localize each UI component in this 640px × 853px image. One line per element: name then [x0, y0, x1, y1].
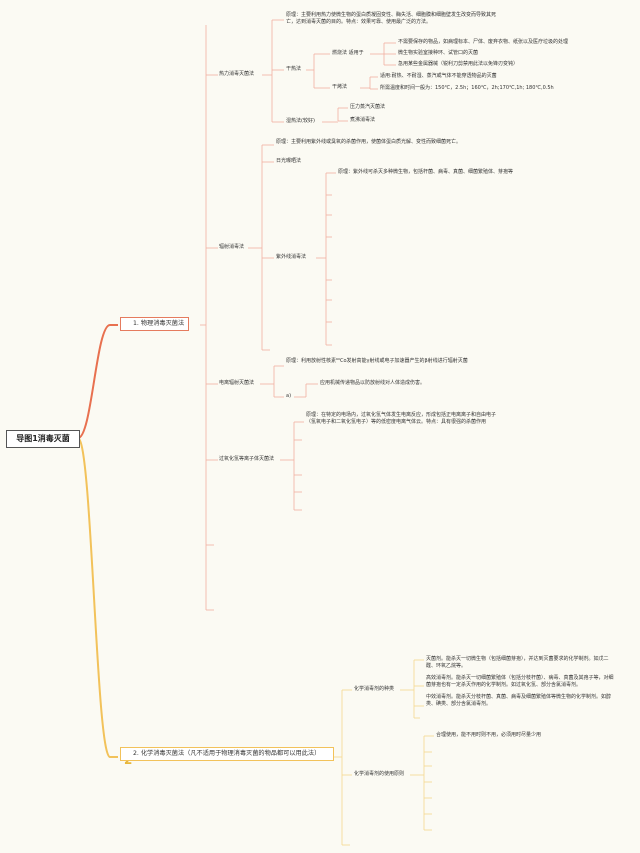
chem-type-medium: 中效消毒剂。能杀灭分枝杆菌、真菌、病毒及细菌繁殖体等微生物的化学制剂。如醇类、碘… [426, 694, 612, 707]
oven-item-1: 适用:耐热、不耐湿、蒸汽或气体不能穿透物品的灭菌 [380, 73, 497, 79]
radiation-principle: 原理：主要利用紫外线或臭氧的杀菌作用，使菌体蛋白质光解、变性而致细菌死亡。 [276, 139, 462, 145]
heat-node[interactable]: 热力消毒灭菌法 [219, 71, 255, 77]
oven-item-2: 所需温度和时间一般为：150℃，2.5h；160℃，2h;170℃,1h; 18… [380, 85, 554, 91]
oven-node[interactable]: 干烤法 [332, 84, 348, 90]
uv-node[interactable]: 紫外线消毒法 [276, 254, 307, 260]
burn-item-3: 急用某些金属器械（锐利刀剪禁用此法以免锋刃变钝） [398, 61, 519, 67]
ionizing-node[interactable]: 电离辐射灭菌法 [219, 380, 255, 386]
sun-exposure-node[interactable]: 日光曝晒法 [276, 158, 302, 164]
root-node[interactable]: 导图1消毒灭菌 [6, 430, 80, 448]
chem-types-node[interactable]: 化学消毒剂的种类 [354, 686, 395, 692]
branch-1-label: 1. 物理消毒灭菌法 [133, 320, 185, 327]
radiation-node[interactable]: 辐射消毒法 [219, 244, 245, 250]
wet-item-1: 压力蒸汽灭菌法 [350, 104, 386, 110]
ionizing-apply: 应用机械传递物品以防放射线对人体造成伤害。 [320, 380, 426, 386]
chem-type-high: 高效消毒剂。能杀灭一切细菌繁殖体（包括分枝杆菌）、病毒、真菌及其孢子等，对细菌芽… [426, 675, 614, 688]
burn-item-2: 微生物实验室接种环、试管口的灭菌 [398, 50, 479, 56]
branch-2-label: 2. 化学消毒灭菌法（凡不适用于物理消毒灭菌的物品都可以用此法） [133, 750, 321, 757]
branch-2-node[interactable]: 2. 化学消毒灭菌法（凡不适用于物理消毒灭菌的物品都可以用此法） [120, 747, 334, 761]
burn-item-1: 不需要保存的物品，如病理标本、尸体、废弃衣物、纸张以及医疗垃圾的处理 [398, 39, 569, 45]
ionizing-sub-node[interactable]: a) [286, 393, 292, 399]
chem-type-sterilant: 灭菌剂。能杀灭一切微生物（包括细菌芽孢），并达到灭菌要求的化学制剂。如戊二醛、环… [426, 656, 609, 669]
uv-principle: 原理：紫外线可杀灭多种微生物，包括杆菌、病毒、真菌、细菌繁殖体、芽孢等 [338, 169, 514, 175]
ionizing-principle: 原理：利用放射性核素⁶⁰Co发射高能γ射线或电子加速器产生的β射线进行辐射灭菌 [286, 358, 468, 364]
dry-heat-node[interactable]: 干热法 [286, 66, 302, 72]
wet-heat-node[interactable]: 湿热法(较好) [286, 118, 315, 124]
heat-principle: 原理：主要利用热力使微生物的蛋白质凝固变性、酶失活、细胞膜和细胞壁发生改变而导致… [286, 12, 497, 25]
burn-node[interactable]: 燃烧法 适用于 [332, 50, 364, 56]
wet-item-2: 煮沸消毒法 [350, 117, 376, 123]
chem-principles-node[interactable]: 化学消毒剂的使用原则 [354, 771, 405, 777]
plasma-node[interactable]: 过氧化氢等离子体灭菌法 [219, 456, 275, 462]
chem-principle-1: 合理使用，能不用时则不用，必须用时尽量少用 [436, 732, 542, 738]
branch-1-node[interactable]: 1. 物理消毒灭菌法 [120, 317, 190, 331]
plasma-principle: 原理：在特定的电场内，过氧化氢气体发生电离反应，形成包括正电离离子和自由电子（氢… [306, 412, 497, 425]
